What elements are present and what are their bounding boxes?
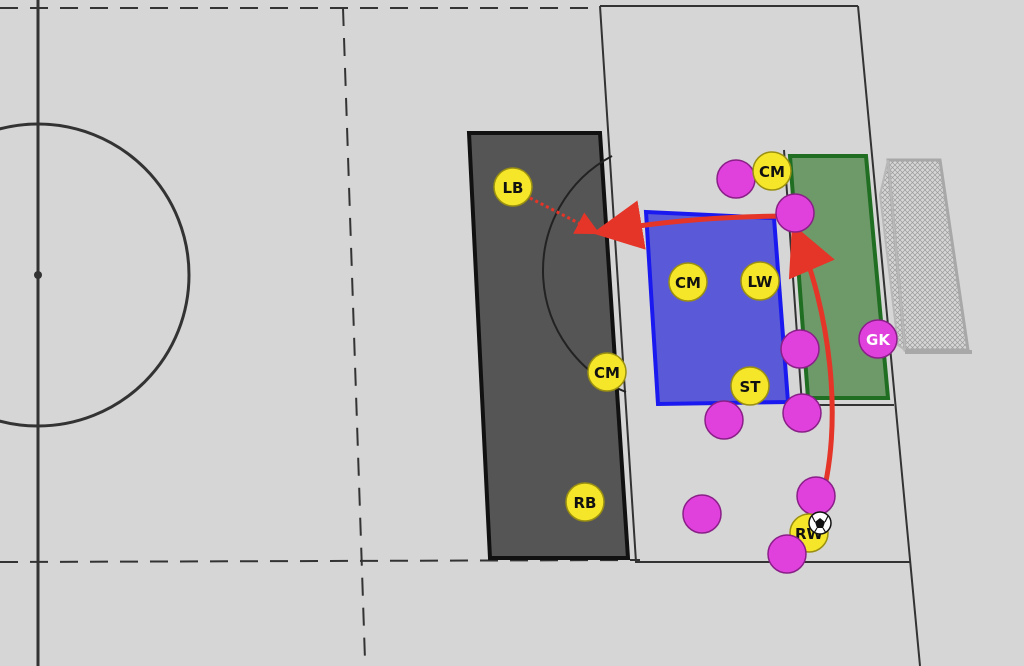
dashed-line-bottom — [0, 559, 641, 563]
player-lb[interactable]: LB — [493, 167, 533, 207]
player-label: LB — [503, 179, 524, 197]
player-label: ST — [739, 378, 761, 396]
opponent-player[interactable] — [782, 393, 822, 433]
opponent-player[interactable] — [780, 329, 820, 369]
center-circle — [0, 122, 191, 428]
opponent-player[interactable] — [704, 400, 744, 440]
player-cm-left[interactable]: CM — [587, 352, 627, 392]
opponent-player[interactable] — [775, 193, 815, 233]
player-label: LW — [748, 273, 773, 291]
player-label: CM — [675, 274, 701, 292]
goal-net-icon — [878, 158, 972, 354]
opponent-player[interactable] — [767, 534, 807, 574]
dark-zone — [466, 131, 631, 560]
soccer-ball-icon[interactable] — [808, 511, 832, 535]
player-st[interactable]: ST — [730, 366, 770, 406]
penalty-box — [599, 5, 910, 563]
pass-arrow-horizontal — [592, 200, 793, 250]
player-cm-mid[interactable]: CM — [668, 262, 708, 302]
opponent-player[interactable] — [796, 476, 836, 516]
dashed-line-vertical — [342, 7, 366, 661]
player-lw[interactable]: LW — [740, 261, 780, 301]
player-gk[interactable]: GK — [858, 319, 898, 359]
opponent-player[interactable] — [716, 159, 756, 199]
player-cm-top[interactable]: CM — [752, 151, 792, 191]
blue-zone — [643, 209, 791, 407]
player-label: CM — [594, 364, 620, 382]
player-rb[interactable]: RB — [565, 482, 605, 522]
player-label: CM — [759, 163, 785, 181]
player-label: RB — [574, 494, 597, 512]
opponent-player[interactable] — [682, 494, 722, 534]
center-spot — [34, 271, 42, 279]
player-label: GK — [866, 331, 891, 349]
pass-arrow-vertical — [788, 223, 835, 513]
